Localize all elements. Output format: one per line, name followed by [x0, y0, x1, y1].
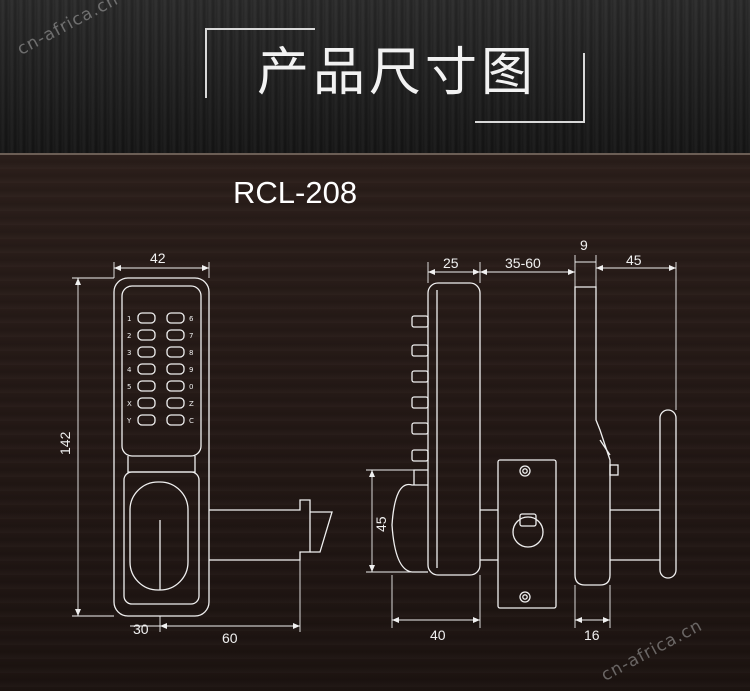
front-neck	[127, 456, 196, 473]
frame-right	[583, 53, 585, 123]
keypad-label: 8	[189, 349, 193, 357]
dim-side-depth: 25	[443, 255, 459, 271]
side-keypad-buttons	[411, 315, 429, 462]
dim-knob-height: 45	[373, 516, 389, 532]
keypad-label: Z	[189, 400, 194, 408]
dim-front-width: 42	[150, 250, 166, 266]
dimension-lines	[72, 255, 677, 632]
header-banner-shine	[0, 0, 750, 153]
keypad-label: 0	[189, 383, 193, 391]
title-frame	[205, 28, 585, 123]
dim-lever-depth: 45	[626, 252, 642, 268]
page-title: 产品尺寸图	[256, 43, 537, 103]
dim-rear-plate: 9	[580, 237, 588, 253]
keypad-label: 3	[127, 349, 131, 357]
keypad-label: C	[189, 417, 194, 425]
dim-front-height: 142	[57, 431, 73, 455]
rear-view	[574, 286, 677, 586]
dim-door-range: 35-60	[505, 255, 541, 271]
front-lock-body	[113, 277, 210, 617]
front-view	[113, 277, 333, 617]
side-knob	[391, 483, 428, 573]
side-neck	[413, 469, 428, 485]
front-lower-housing	[123, 471, 200, 605]
header-divider	[0, 153, 750, 155]
front-keypad-buttons	[137, 312, 185, 426]
dimension-arrows	[75, 265, 676, 629]
frame-top	[205, 28, 315, 30]
keypad-label: X	[127, 400, 132, 408]
keypad-label: 4	[127, 366, 132, 374]
strike-hole	[512, 516, 544, 548]
keypad-label: 9	[189, 366, 193, 374]
front-keypad-plate	[121, 285, 202, 457]
frame-left	[205, 28, 207, 98]
side-spindle	[480, 509, 498, 561]
dim-side-bottom: 40	[430, 627, 446, 643]
dim-bottom-offset: 30	[133, 621, 149, 637]
keypad-label: 1	[127, 315, 131, 323]
front-latch-bolt	[310, 511, 333, 553]
keypad-label: 7	[189, 332, 193, 340]
keypad-label: Y	[126, 417, 132, 425]
drawing-background	[0, 155, 750, 691]
side-view	[391, 282, 557, 609]
keypad-label: 6	[189, 315, 194, 323]
rear-lever	[659, 409, 677, 579]
front-knob	[129, 481, 189, 591]
keypad-label: 5	[127, 383, 131, 391]
keypad-right-labels: 6 7 8 9 0Z C	[189, 315, 194, 425]
model-label: RCL-208	[233, 175, 358, 210]
strike-plate	[497, 459, 557, 609]
dim-backset: 60	[222, 630, 238, 646]
front-latch-tube	[209, 499, 311, 561]
keypad-label: 2	[127, 332, 131, 340]
rear-spindle	[610, 509, 660, 561]
frame-bottom	[475, 121, 585, 123]
dim-rear-bottom: 16	[584, 627, 600, 643]
side-body	[427, 282, 481, 576]
rear-plate	[574, 286, 611, 586]
header-banner	[0, 0, 750, 153]
keypad-left-labels: 1 2 3 4 5X Y	[126, 315, 132, 425]
